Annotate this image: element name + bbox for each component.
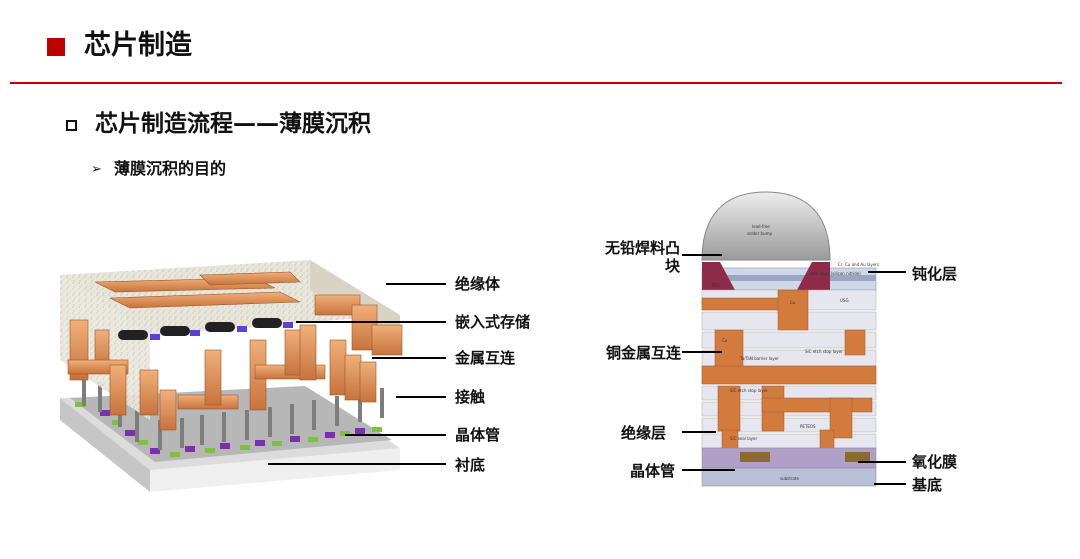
arrow-bullet-icon: ➢: [91, 162, 102, 177]
svg-text:solder bump: solder bump: [747, 231, 773, 236]
svg-text:SiC etch stop layer: SiC etch stop layer: [805, 349, 843, 354]
svg-text:substrate: substrate: [780, 476, 799, 481]
svg-text:Cu: Cu: [722, 338, 728, 343]
label-insulator: 绝缘体: [455, 275, 501, 293]
left-leader-lines: [268, 283, 446, 465]
contact-pillars: [82, 378, 384, 450]
svg-text:seal layer (silicon nitride): seal layer (silicon nitride): [810, 271, 861, 276]
page-title: 芯片制造: [84, 30, 192, 61]
label-copper-interconnect: 铜金属互连: [606, 344, 682, 362]
label-base: 基底: [912, 476, 943, 494]
svg-text:lead-free: lead-free: [752, 224, 770, 229]
svg-text:Ta/TaN barrier layer: Ta/TaN barrier layer: [739, 356, 779, 361]
metal-interconnect-lines: [67, 271, 403, 431]
svg-text:USG: USG: [840, 298, 849, 303]
solder-bump: lead-free solder bump: [701, 191, 831, 261]
label-insulation-layer: 绝缘层: [621, 424, 667, 442]
label-transistor-left: 晶体管: [455, 426, 501, 444]
svg-text:PETEOS: PETEOS: [800, 424, 816, 429]
svg-text:SiC etch stop layer: SiC etch stop layer: [730, 388, 768, 393]
section-title: 芯片制造流程——薄膜沉积: [95, 111, 371, 137]
label-transistor-right: 晶体管: [630, 462, 676, 480]
label-oxide-film: 氧化膜: [912, 453, 958, 471]
label-solder-bump: 无铅焊料凸块: [604, 239, 680, 275]
label-metal-interconnect: 金属互连: [455, 349, 516, 367]
label-passivation: 钝化层: [912, 265, 958, 283]
title-divider: [10, 82, 1062, 84]
bullet-text: 薄膜沉积的目的: [114, 159, 227, 178]
label-embedded-storage: 嵌入式存储: [455, 313, 531, 331]
title-square-icon: [47, 38, 65, 56]
label-substrate: 衬底: [455, 456, 486, 474]
svg-text:PSG: PSG: [712, 283, 720, 288]
right-leader-lines: [682, 254, 906, 485]
hollow-square-bullet-icon: [66, 120, 77, 131]
embedded-storage-cells: [118, 318, 293, 340]
svg-text:Cu: Cu: [790, 300, 796, 305]
label-contact: 接触: [455, 388, 486, 406]
svg-text:Cr, Cu and Au layers: Cr, Cu and Au layers: [838, 262, 879, 267]
svg-text:SiC seal layer: SiC seal layer: [730, 436, 757, 441]
cross-section-illustration: lead-free solder bump Cr, Cu and Au laye…: [701, 191, 879, 487]
